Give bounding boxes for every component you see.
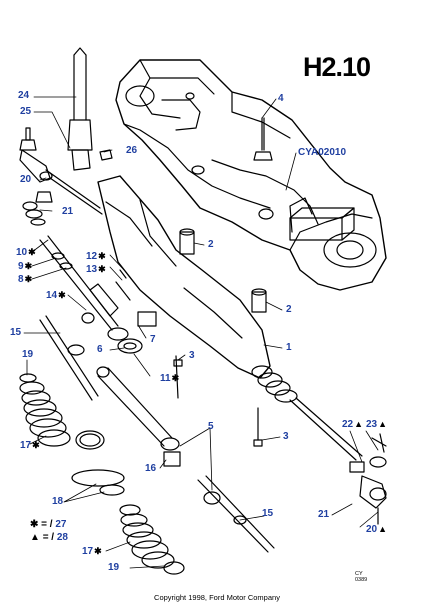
asterisk-mark: ✱ — [28, 247, 36, 257]
page-title: H2.10 — [303, 52, 371, 82]
callout-19-upper[interactable]: 19 — [22, 349, 34, 360]
locknut-21 — [22, 191, 53, 226]
front-subframe — [115, 59, 387, 291]
equals-sign: = / — [41, 519, 53, 530]
bellows-left — [19, 373, 105, 450]
corner-code-line1: CY — [355, 571, 363, 577]
callout-24[interactable]: 24 — [18, 90, 30, 101]
copyright-notice: Copyright 1998, Ford Motor Company — [154, 593, 280, 602]
asterisk-mark: ✱ — [58, 290, 66, 300]
bellows-right — [251, 365, 363, 461]
asterisk-mark: ✱ — [94, 546, 102, 556]
triangle-symbol: ▲ — [30, 532, 40, 543]
callout-18[interactable]: 18 — [52, 496, 64, 507]
callout-2-upper[interactable]: 2 — [208, 239, 214, 250]
callout-5[interactable]: 5 — [208, 421, 214, 432]
callout-22[interactable]: 22▲ — [342, 419, 364, 430]
callout-21-lower[interactable]: 21 — [318, 509, 330, 520]
legend-asterisk: ✱ = / 27 — [30, 519, 66, 530]
callout-6[interactable]: 6 — [97, 344, 103, 355]
tie-rod-end-right — [349, 433, 387, 525]
callout-8[interactable]: 8✱ — [18, 274, 33, 285]
callout-11[interactable]: 11✱ — [160, 373, 180, 384]
callout-9[interactable]: 9✱ — [18, 261, 33, 272]
asterisk-mark: ✱ — [98, 251, 106, 261]
asterisk-mark: ✱ — [24, 261, 33, 271]
callout-15-lower[interactable]: 15 — [262, 508, 274, 519]
callout-10[interactable]: 10✱ — [16, 247, 36, 258]
equals-sign: = / — [42, 532, 55, 543]
callout-13[interactable]: 13✱ — [86, 264, 106, 275]
asterisk-mark: ✱ — [32, 440, 40, 450]
legend-triangle: ▲ = / 28 — [30, 532, 68, 543]
callout-25[interactable]: 25 — [20, 106, 32, 117]
callout-15-left[interactable]: 15 — [10, 327, 22, 338]
legend-ref: 28 — [56, 532, 68, 543]
intermediate-shaft — [67, 47, 113, 171]
callout-3-upper[interactable]: 3 — [189, 350, 195, 361]
callout-23[interactable]: 23▲ — [366, 419, 388, 430]
rack-internals — [39, 235, 157, 354]
callout-20-upper[interactable]: 20 — [20, 174, 32, 185]
callout-17-upper[interactable]: 17✱ — [20, 440, 40, 451]
callout-21-upper[interactable]: 21 — [62, 206, 74, 217]
asterisk-mark: ✱ — [98, 264, 106, 274]
callout-16[interactable]: 16 — [145, 463, 157, 474]
callout-12[interactable]: 12✱ — [86, 251, 106, 262]
corner-code-line2: 0389 — [355, 577, 368, 583]
diagram-reference-code: CYA02010 — [298, 147, 347, 158]
callout-3-lower[interactable]: 3 — [283, 431, 289, 442]
asterisk-symbol: ✱ — [30, 519, 39, 530]
legend-ref: 27 — [55, 519, 67, 530]
callout-14[interactable]: 14✱ — [46, 290, 66, 301]
rack-housing — [97, 175, 271, 447]
callout-2-lower[interactable]: 2 — [286, 304, 292, 315]
triangle-mark: ▲ — [378, 524, 388, 534]
triangle-mark: ▲ — [378, 419, 388, 429]
bellows-lower — [71, 469, 185, 575]
callout-26[interactable]: 26 — [126, 145, 138, 156]
leader-lines — [23, 96, 379, 569]
asterisk-mark: ✱ — [24, 274, 33, 284]
asterisk-mark: ✱ — [171, 373, 180, 383]
corner-code: CY 0389 — [355, 571, 375, 583]
callout-19-lower[interactable]: 19 — [108, 562, 120, 573]
bolt-4 — [253, 117, 273, 161]
triangle-mark: ▲ — [354, 419, 364, 429]
callout-20-lower[interactable]: 20▲ — [366, 524, 388, 535]
callout-4[interactable]: 4 — [278, 93, 284, 104]
inner-tie-rod-left — [39, 315, 99, 401]
callout-1[interactable]: 1 — [286, 342, 292, 353]
callout-17-lower[interactable]: 17✱ — [82, 546, 102, 557]
tie-rod-end-left — [19, 127, 103, 215]
callout-7[interactable]: 7 — [150, 334, 156, 345]
inner-tie-rod-lower — [197, 475, 275, 553]
rack-tube-5 — [96, 366, 181, 467]
